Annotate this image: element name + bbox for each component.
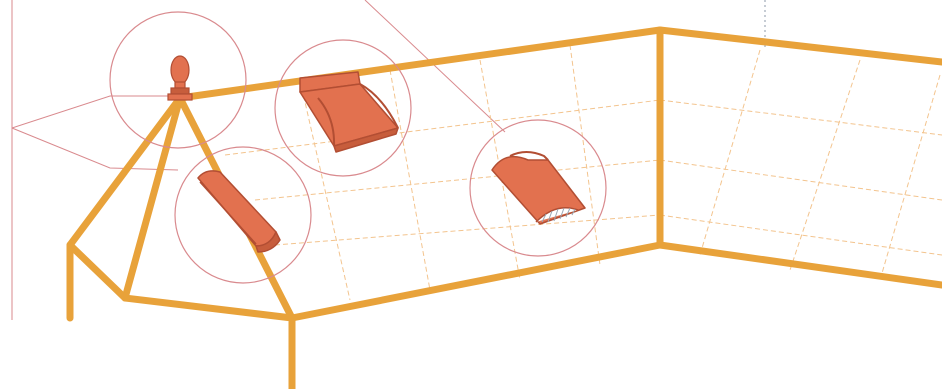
ridge-end-callout [274, 39, 412, 177]
hip-tile-callout [174, 146, 312, 284]
grid-course-5 [659, 159, 942, 201]
grid-rafter-7 [879, 74, 941, 281]
guide-lines [11, 0, 766, 320]
ridge-closure-tile-icon [491, 151, 586, 225]
finial-callout [109, 11, 247, 149]
roof-frame [66, 26, 942, 389]
ridge-closure-callout [469, 119, 607, 257]
grid-rafter-4 [569, 44, 601, 266]
grid-rafter-6 [789, 59, 861, 271]
grid-course-1 [224, 99, 661, 156]
grid-course-2 [254, 159, 661, 201]
hip-tile-icon [197, 170, 281, 253]
side-hip-line [66, 94, 184, 249]
roof-finial-icon [167, 55, 193, 101]
grid-rafter-5 [699, 49, 761, 256]
callout-circles [109, 11, 607, 284]
middle-hip-line [121, 94, 184, 302]
grid-rafter-3 [479, 59, 521, 281]
grid-course-3 [274, 214, 661, 246]
eaves-line [288, 241, 942, 322]
ridge-line [176, 26, 942, 102]
ridge-end-tile-icon [299, 71, 399, 153]
grid-course-4 [659, 99, 942, 136]
grid-rafter-2 [389, 69, 431, 291]
closure-mortar-hatch [541, 207, 576, 223]
finial-leader-upper [11, 95, 178, 129]
ridge-closure-leader [364, 0, 506, 133]
eaves-corner [66, 241, 296, 389]
grid-rafter-1 [299, 79, 351, 301]
roof-grid [224, 44, 942, 301]
finial-leader-lower [11, 127, 179, 171]
